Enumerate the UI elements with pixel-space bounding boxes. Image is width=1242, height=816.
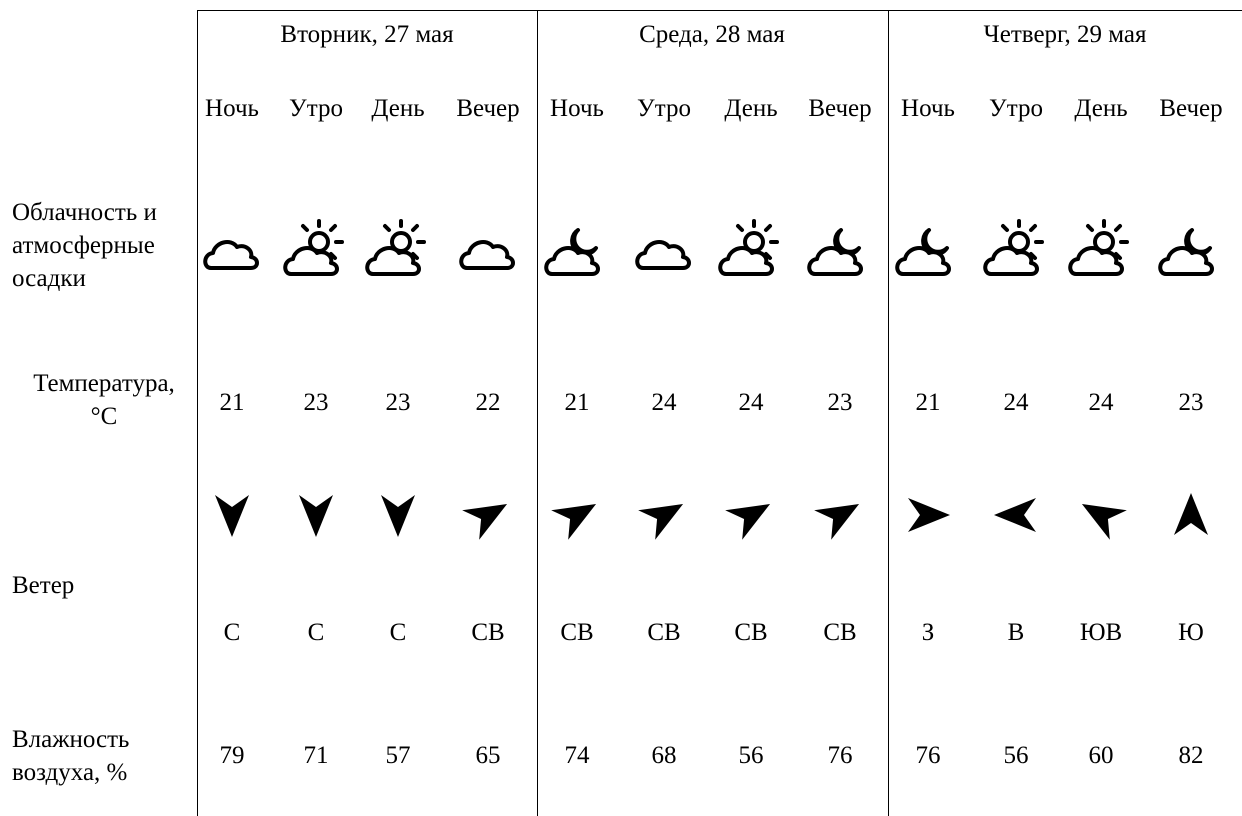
temperature-value: 23 (1178, 389, 1204, 416)
wind-direction: СВ (471, 619, 505, 646)
cloud-moon-icon (895, 228, 951, 276)
cloud-sun-icon (983, 219, 1044, 276)
humidity-value: 60 (1088, 742, 1114, 769)
arrow-down-left-icon (814, 504, 860, 540)
humidity-value: 56 (1003, 742, 1029, 769)
cloud-sun-icon (1068, 219, 1129, 276)
temperature-value: 21 (219, 389, 245, 416)
period-label: Утро (289, 95, 343, 122)
cloud-sun-icon (365, 219, 426, 276)
table-left-border (197, 10, 198, 816)
period-label: День (724, 95, 778, 122)
cloud-moon-icon (544, 228, 600, 276)
humidity-value: 74 (564, 742, 590, 769)
temperature-value: 23 (303, 389, 329, 416)
period-label: Вечер (1159, 95, 1223, 122)
temperature-value: 24 (738, 389, 764, 416)
humidity-value: 56 (738, 742, 764, 769)
wind-direction: СВ (734, 619, 768, 646)
humidity-value: 76 (827, 742, 853, 769)
wind-direction: С (223, 619, 241, 646)
wind-direction: С (307, 619, 325, 646)
arrow-up-icon (1174, 493, 1208, 535)
temperature-value: 24 (651, 389, 677, 416)
wind-direction: В (1007, 619, 1025, 646)
period-label: Утро (637, 95, 691, 122)
arrow-right-icon (908, 498, 950, 532)
table-top-border (197, 10, 1242, 11)
wind-direction: Ю (1178, 619, 1204, 646)
day-header: Вторник, 27 мая (280, 21, 454, 48)
humidity-value: 68 (651, 742, 677, 769)
temperature-value: 24 (1003, 389, 1029, 416)
temperature-value: 23 (385, 389, 411, 416)
row-label-wind: Ветер (12, 572, 75, 599)
period-label: Ночь (901, 95, 955, 122)
cloud-sun-icon (718, 219, 779, 276)
humidity-value: 65 (475, 742, 501, 769)
wind-direction: СВ (560, 619, 594, 646)
period-label: Вечер (808, 95, 872, 122)
arrow-down-icon (381, 495, 415, 537)
day-divider-1 (537, 10, 538, 816)
row-label-clouds: Облачность и атмосферные осадки (12, 199, 157, 292)
temperature-value: 21 (915, 389, 941, 416)
wind-direction: З (921, 619, 935, 646)
arrow-down-left-icon (638, 504, 684, 540)
temperature-value: 23 (827, 389, 853, 416)
arrow-down-icon (215, 495, 249, 537)
cloud-moon-icon (1158, 228, 1214, 276)
period-label: День (371, 95, 425, 122)
row-label-temperature: Температура, °С (33, 370, 175, 430)
temperature-value: 22 (475, 389, 501, 416)
wind-direction: С (389, 619, 407, 646)
cloud-icon (459, 240, 515, 270)
period-label: Ночь (205, 95, 259, 122)
arrow-down-icon (299, 495, 333, 537)
wind-direction: СВ (823, 619, 857, 646)
humidity-value: 79 (219, 742, 245, 769)
period-label: День (1074, 95, 1128, 122)
cloud-icon (635, 240, 691, 270)
arrow-down-left-icon (725, 504, 771, 540)
wind-direction: ЮВ (1079, 619, 1123, 646)
humidity-value: 76 (915, 742, 941, 769)
arrow-down-left-icon (462, 504, 508, 540)
temperature-value: 24 (1088, 389, 1114, 416)
period-label: Утро (989, 95, 1043, 122)
humidity-value: 57 (385, 742, 411, 769)
day-header: Среда, 28 мая (639, 21, 785, 48)
period-label: Ночь (550, 95, 604, 122)
row-label-humidity: Влажность воздуха, % (12, 726, 130, 786)
arrow-down-left-icon (551, 504, 597, 540)
wind-direction: СВ (647, 619, 681, 646)
day-header: Четверг, 29 мая (983, 21, 1147, 48)
period-label: Вечер (456, 95, 520, 122)
day-divider-2 (888, 10, 889, 816)
arrow-left-icon (994, 498, 1036, 532)
arrow-up-left-icon (1081, 504, 1127, 540)
humidity-value: 71 (303, 742, 329, 769)
cloud-sun-icon (283, 219, 344, 276)
cloud-moon-icon (807, 228, 863, 276)
cloud-icon (203, 240, 259, 270)
humidity-value: 82 (1178, 742, 1204, 769)
temperature-value: 21 (564, 389, 590, 416)
